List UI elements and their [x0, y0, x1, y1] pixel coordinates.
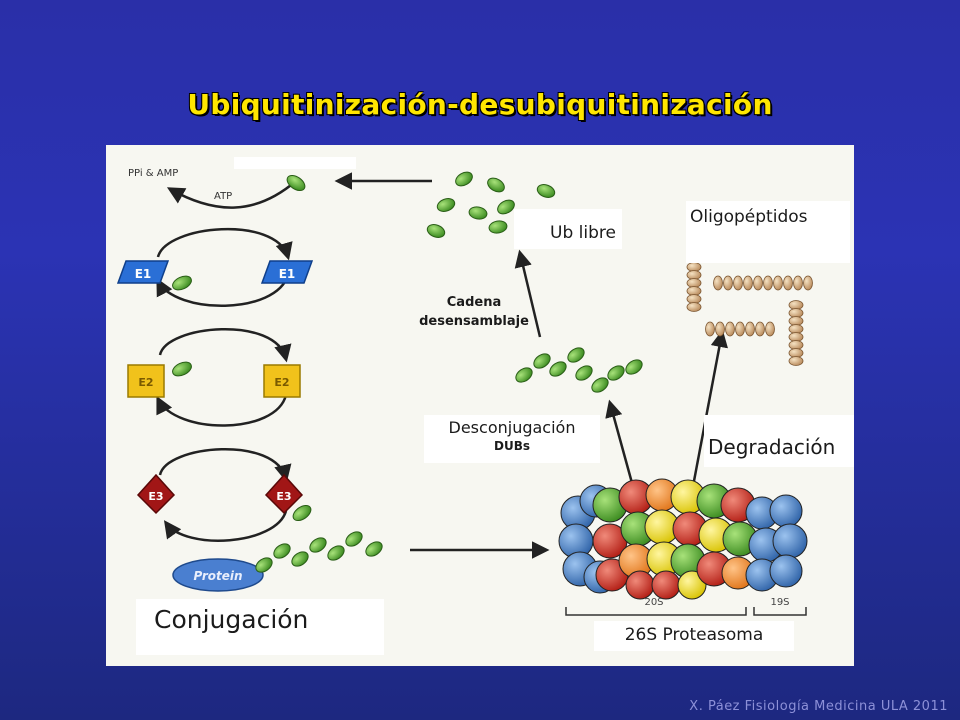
label-desconjugacion: Desconjugación DUBs — [424, 415, 600, 463]
e2-left-label: E2 — [138, 376, 153, 389]
ppi-amp-label: PPi & AMP — [128, 168, 178, 179]
protein-label: Protein — [193, 569, 242, 583]
label-degradacion: Degradación — [704, 415, 854, 467]
label-mask — [234, 157, 356, 169]
label-oligopeptidos: Oligopéptidos — [686, 201, 850, 263]
e1-left — [116, 260, 170, 284]
e1-right-label: E1 — [279, 267, 296, 281]
cycle-arrow-e1-top — [156, 228, 293, 261]
arrow-chain-to-free-ub — [514, 249, 542, 338]
cycle-arrow-e1-bottom — [156, 274, 290, 307]
e2-left — [127, 364, 165, 398]
e3-left-label: E3 — [148, 490, 163, 503]
label-cadena: Cadena desensamblaje — [412, 293, 536, 331]
label-cadena-line1: Cadena — [446, 295, 502, 310]
e1-right — [260, 260, 314, 284]
e3-right-label: E3 — [276, 490, 291, 503]
oligopeptide-chains — [686, 246, 813, 366]
cycle-arrow-e3-bottom — [163, 510, 288, 542]
bracket-19s — [753, 607, 807, 616]
atp-label: ATP — [214, 191, 232, 202]
ub-tag-e2 — [172, 361, 192, 377]
e3-left — [136, 473, 176, 515]
e2-right — [263, 364, 301, 398]
label-desconjugacion-text: Desconjugación — [448, 418, 576, 437]
label-cadena-line2: desensamblaje — [419, 314, 529, 329]
ub-tag-e3 — [292, 504, 312, 522]
label-proteasoma: 26S Proteasoma — [594, 621, 794, 651]
bracket-20s — [565, 607, 747, 616]
label-ub-libre: Ub libre — [514, 209, 622, 249]
e2-right-label: E2 — [274, 376, 289, 389]
ub-free-top-tag — [286, 174, 306, 192]
label-conjugacion: Conjugación — [136, 599, 384, 655]
ubiquitination-diagram: PPi & AMP ATP E1 E1 E2 E2 E3 E3 — [106, 145, 854, 666]
label-dubs: DUBs — [494, 439, 530, 453]
label-19s: 19S — [770, 597, 789, 608]
arrow-to-oligopeptides — [692, 329, 728, 482]
diagram-svg: PPi & AMP ATP E1 E1 E2 E2 E3 E3 — [116, 157, 813, 616]
slide-title: Ubiquitinización-desubiquitinización — [187, 88, 773, 121]
e3-right — [264, 473, 304, 515]
proteasome-26s — [558, 478, 808, 600]
activation-arrow — [166, 180, 297, 209]
ub-tag-e1 — [172, 275, 192, 291]
free-ub-cluster — [426, 171, 556, 238]
cycle-arrow-e2-top — [158, 328, 292, 363]
footer-credit: X. Páez Fisiología Medicina ULA 2011 — [689, 699, 948, 714]
label-20s: 20S — [644, 597, 663, 608]
protein-substrate — [172, 558, 264, 592]
polyub-chain-substrate — [255, 531, 383, 573]
e1-left-label: E1 — [135, 267, 152, 281]
cycle-arrow-e3-top — [158, 448, 292, 483]
arrow-proteasome-to-chain — [605, 399, 634, 484]
released-ub-chain — [515, 347, 643, 393]
cycle-arrow-e2-bottom — [156, 394, 288, 427]
